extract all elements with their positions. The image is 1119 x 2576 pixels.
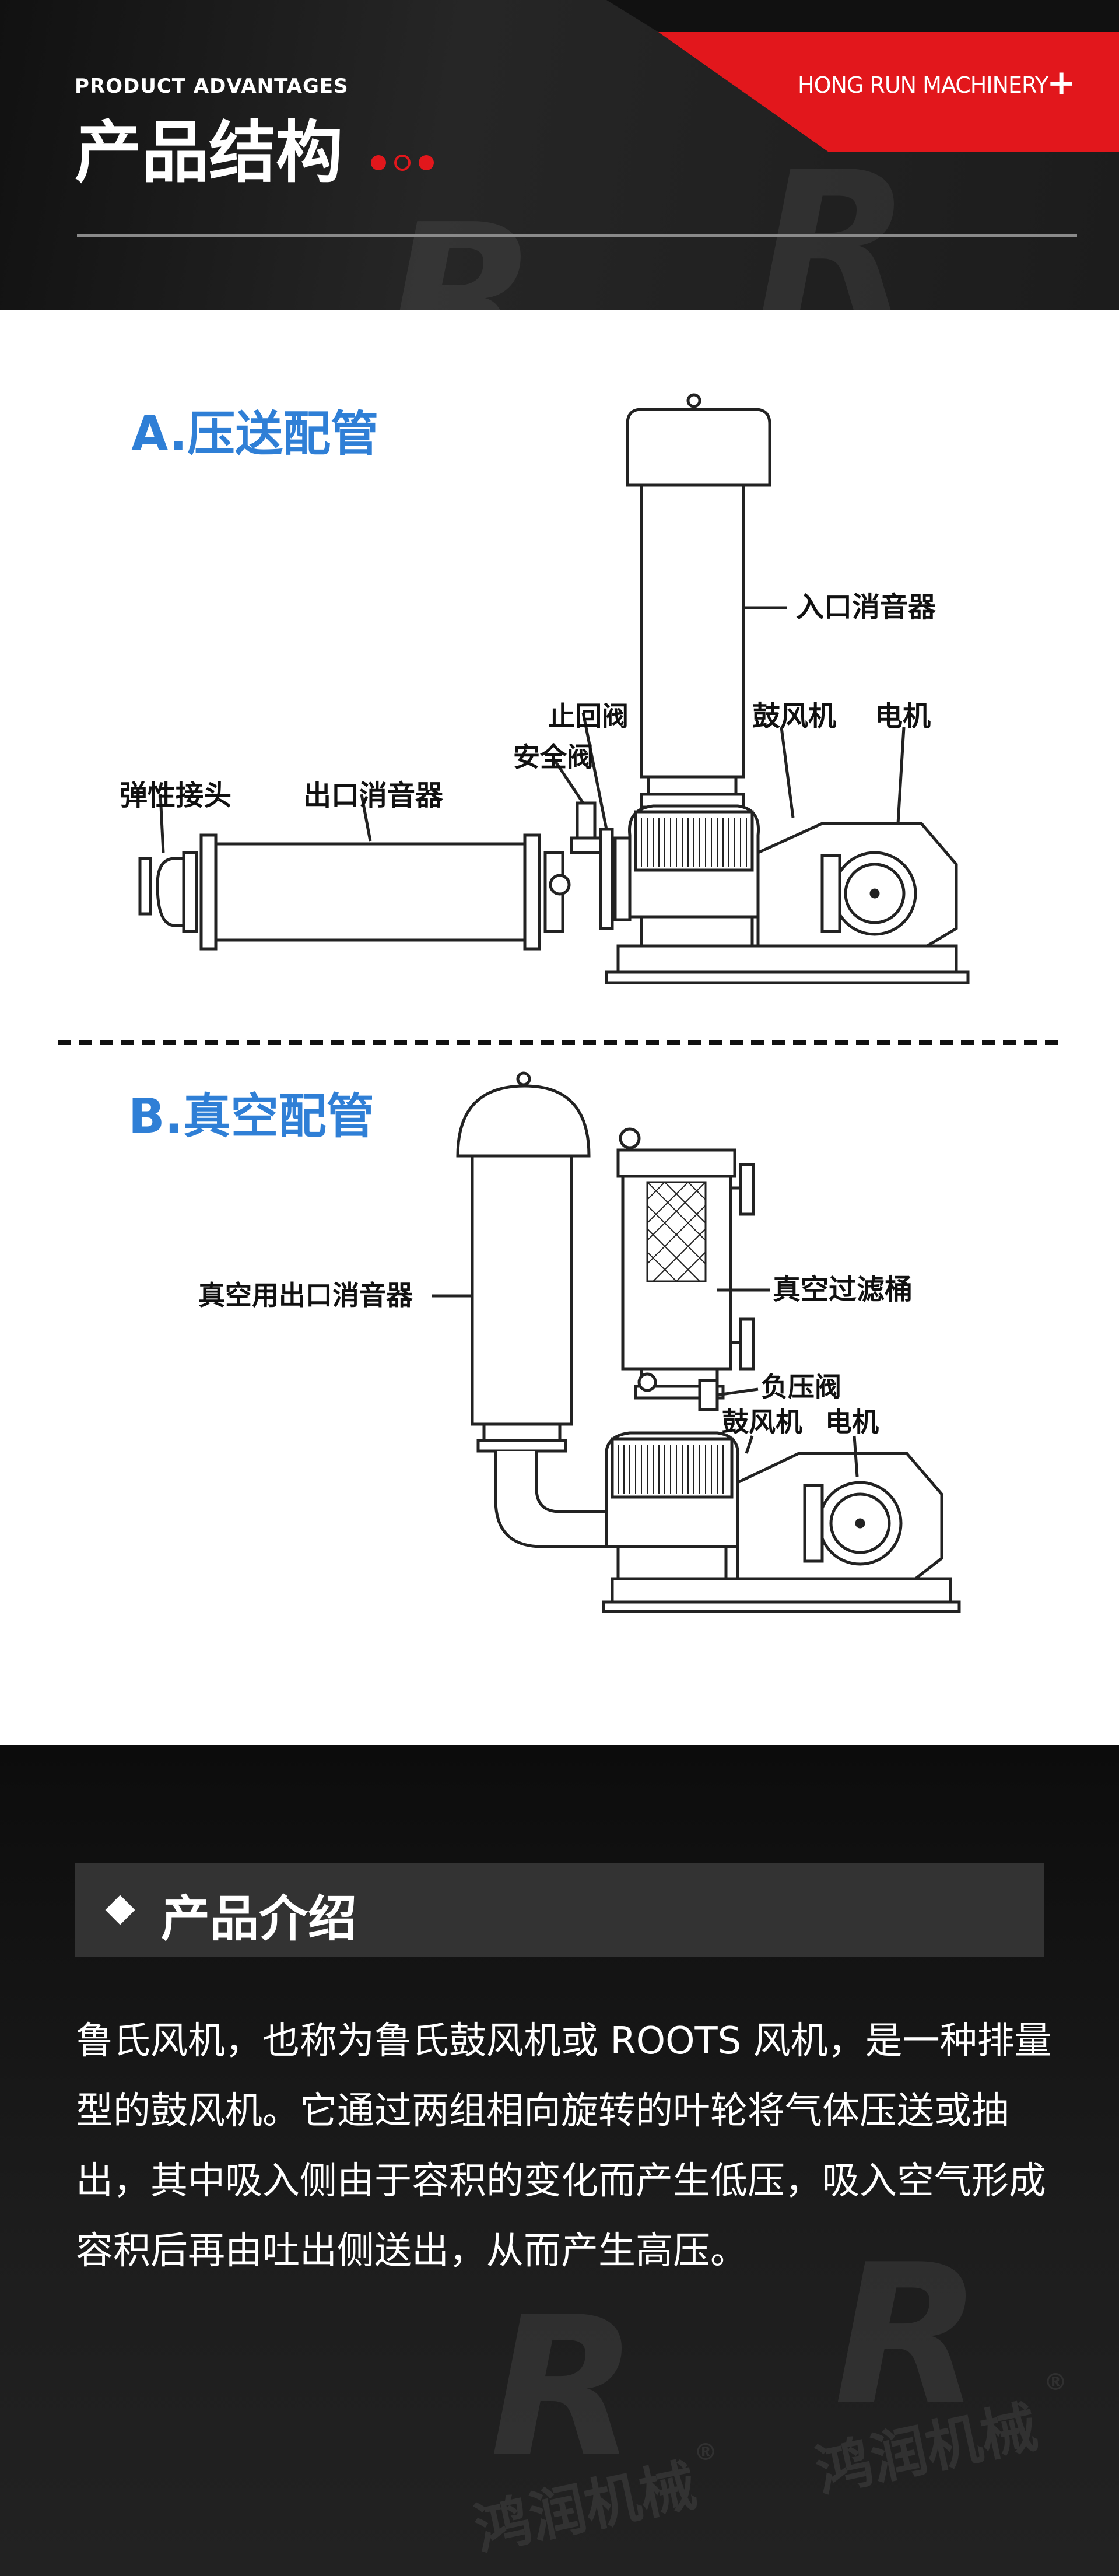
label-vacuum-filter: 真空过滤桶 — [773, 1273, 913, 1306]
diagram-b: B.真空配管 — [128, 1071, 961, 1613]
section-subtitle: PRODUCT ADVANTAGES — [75, 75, 349, 98]
diamond-icon — [105, 1895, 135, 1925]
label-inlet-silencer: 入口消音器 — [796, 591, 936, 623]
dot-icon — [419, 155, 434, 170]
label-negative-valve: 负压阀 — [761, 1371, 841, 1403]
red-corner-banner — [606, 0, 1119, 152]
structure-diagrams: A.压送配管 — [0, 310, 1119, 1745]
diagram-a-heading: A.压送配管 — [131, 406, 378, 462]
label-outlet-silencer: 出口消音器 — [303, 779, 444, 812]
ring-dot-icon — [394, 155, 411, 171]
label-vacuum-outlet-silencer: 真空用出口消音器 — [198, 1280, 413, 1311]
title-dots — [371, 153, 434, 173]
watermark-logo-icon: R — [385, 182, 538, 310]
label-check-valve: 止回阀 — [548, 700, 629, 732]
page-header: R R PRODUCT ADVANTAGES 产品结构 HONG RUN MAC… — [0, 0, 1119, 310]
watermark-logo-icon: R — [490, 2276, 639, 2500]
diagram-a: A.压送配管 — [120, 393, 970, 984]
brand-name: HONG RUN MACHINERY — [798, 72, 1048, 98]
section-title: 产品结构 — [75, 114, 343, 192]
diagram-canvas: A.压送配管 — [58, 393, 1060, 1613]
label-blower: 鼓风机 — [752, 700, 836, 733]
header-divider — [77, 234, 1077, 237]
watermark-reg-icon: ® — [694, 2439, 717, 2466]
intro-title-bar: 产品介绍 — [75, 1863, 1044, 1957]
watermark-logo-icon: R — [834, 2223, 983, 2447]
product-intro-section: 产品介绍 鲁氏风机，也称为鲁氏鼓风机或 ROOTS 风机，是一种排量型的鼓风机。… — [0, 1745, 1119, 2576]
watermark-reg-icon: ® — [1044, 2369, 1067, 2396]
dot-icon — [371, 155, 386, 170]
label-elastic-joint: 弹性接头 — [120, 779, 231, 812]
diagram-b-heading: B.真空配管 — [128, 1089, 374, 1144]
label-blower-b: 鼓风机 — [722, 1406, 802, 1438]
intro-title: 产品介绍 — [161, 1890, 357, 1947]
intro-paragraph: 鲁氏风机，也称为鲁氏鼓风机或 ROOTS 风机，是一种排量型的鼓风机。它通过两组… — [76, 2020, 1052, 2273]
label-motor: 电机 — [875, 700, 931, 733]
watermark-logo-icon: R — [758, 129, 911, 310]
label-safety-valve: 安全阀 — [513, 741, 594, 773]
plus-icon: + — [1047, 62, 1076, 103]
label-motor-b: 电机 — [825, 1406, 879, 1438]
